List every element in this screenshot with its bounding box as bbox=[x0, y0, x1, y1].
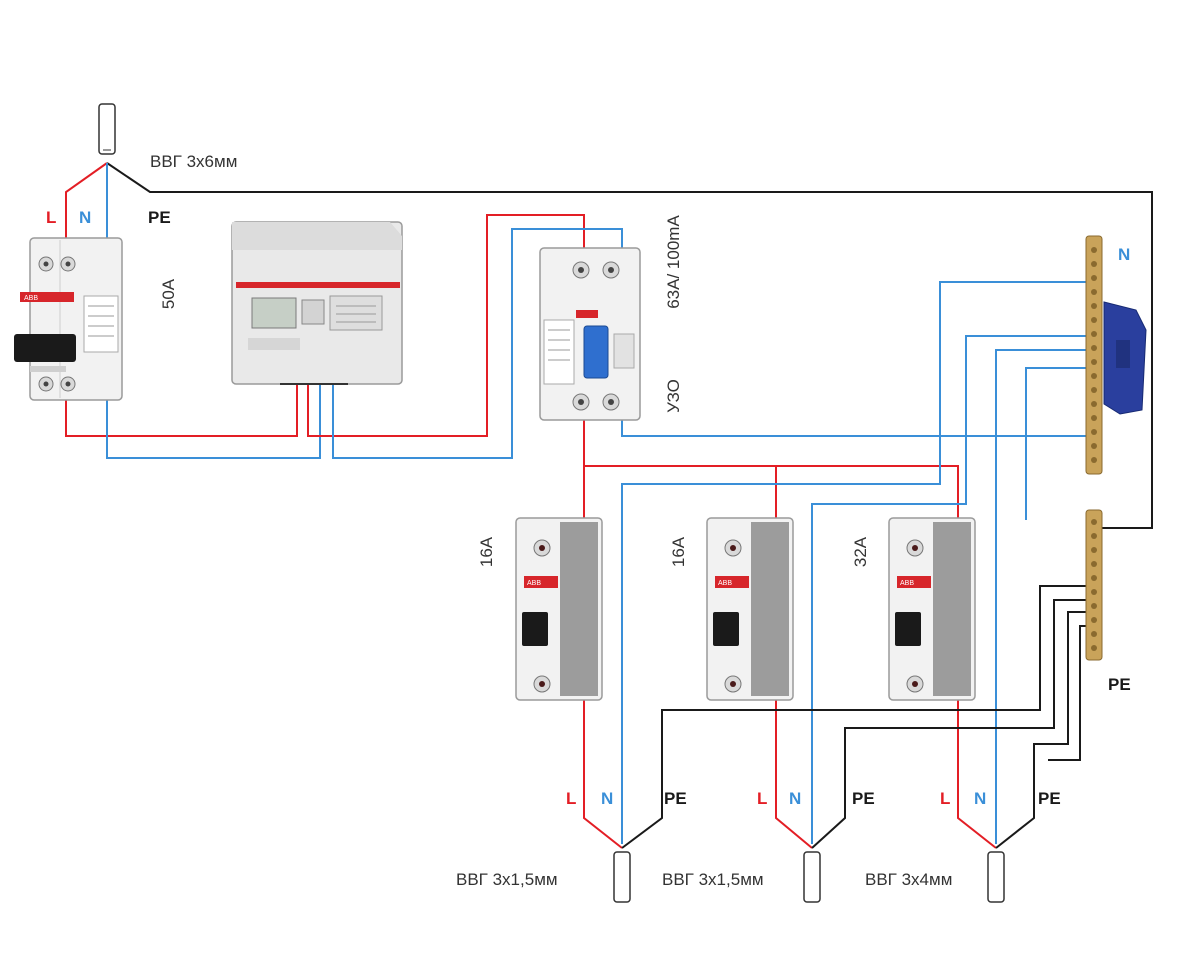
branch-2-rating: 16А bbox=[669, 536, 688, 567]
rcd-icon bbox=[539, 247, 641, 421]
busbar-screw bbox=[1091, 645, 1097, 651]
input-wire-l-label: L bbox=[46, 208, 56, 227]
neutral-busbar-icon bbox=[1085, 235, 1147, 475]
branch-2-n: N bbox=[789, 789, 801, 808]
main-breaker: ABB 50А bbox=[14, 237, 178, 401]
cable-icon bbox=[98, 103, 116, 155]
rcd-neutral-out bbox=[621, 418, 1090, 437]
busbar-screw bbox=[1091, 589, 1097, 595]
busbar-screw bbox=[1091, 247, 1097, 253]
input-cable-label: ВВГ 3х6мм bbox=[150, 152, 237, 171]
neutral-branch-2 bbox=[811, 335, 1090, 844]
busbar-screw bbox=[1091, 289, 1097, 295]
branch-3-pe: PE bbox=[1038, 789, 1061, 808]
earth-branch-3 bbox=[995, 611, 1090, 849]
branch-1-rating: 16А bbox=[477, 536, 496, 567]
cable-icon bbox=[613, 851, 631, 903]
busbar-screw bbox=[1091, 547, 1097, 553]
meter-to-rcd-phase bbox=[307, 214, 585, 437]
branch-2-pe: PE bbox=[852, 789, 875, 808]
earth-busbar: PE bbox=[1085, 509, 1131, 694]
earth-busbar-label: PE bbox=[1108, 675, 1131, 694]
neutral-busbar-label: N bbox=[1118, 245, 1130, 264]
busbar-screw bbox=[1091, 415, 1097, 421]
single-pole-breaker-icon: ABB bbox=[706, 517, 794, 701]
busbar-screw bbox=[1091, 519, 1097, 525]
breaker-to-meter-neutral bbox=[106, 384, 321, 459]
busbar-screw bbox=[1091, 457, 1097, 463]
cable-icon bbox=[803, 851, 821, 903]
branch-2: ABB 16А L N PE ВВГ 3х1,5мм bbox=[662, 517, 875, 903]
input-phase-wire bbox=[65, 162, 108, 240]
neutral-branch-1 bbox=[621, 281, 1090, 844]
input-wire-n-label: N bbox=[79, 208, 91, 227]
busbar-screw bbox=[1091, 303, 1097, 309]
earth-branch-1 bbox=[621, 585, 1090, 849]
electricity-meter bbox=[231, 221, 403, 385]
branch-2-cable: ВВГ 3х1,5мм bbox=[662, 870, 764, 889]
svg-text:ABB: ABB bbox=[527, 580, 541, 587]
input-cable: ВВГ 3х6мм L N PE bbox=[46, 103, 237, 227]
earth-branch-4 bbox=[1048, 625, 1090, 761]
busbar-screw bbox=[1091, 575, 1097, 581]
single-pole-breaker-icon: ABB bbox=[515, 517, 603, 701]
busbar-screw bbox=[1091, 561, 1097, 567]
rcd-rating: 63А/ 100mA bbox=[664, 215, 683, 309]
busbar-screw bbox=[1091, 317, 1097, 323]
branch-3-l: L bbox=[940, 789, 950, 808]
single-pole-breaker-icon: ABB bbox=[888, 517, 976, 701]
busbar-screw bbox=[1091, 429, 1097, 435]
branch-1: ABB 16А L N PE ВВГ 3х1,5мм bbox=[456, 517, 687, 903]
wires bbox=[65, 162, 1153, 849]
breaker-to-meter-phase bbox=[65, 384, 298, 437]
busbar-screw bbox=[1091, 345, 1097, 351]
branch-3: ABB 32А L N PE ВВГ 3х4мм bbox=[851, 517, 1061, 903]
svg-text:ABB: ABB bbox=[718, 580, 732, 587]
input-wire-pe-label: PE bbox=[148, 208, 171, 227]
branch-2-l: L bbox=[757, 789, 767, 808]
electricity-meter-icon bbox=[231, 221, 403, 385]
branch-1-cable: ВВГ 3х1,5мм bbox=[456, 870, 558, 889]
rcd: 63А/ 100mA УЗО bbox=[539, 215, 683, 421]
main-breaker-rating: 50А bbox=[159, 278, 178, 309]
rcd-phase-out bbox=[583, 418, 959, 522]
busbar-screw bbox=[1091, 533, 1097, 539]
busbar-screw bbox=[1091, 359, 1097, 365]
breaker-3-out bbox=[957, 698, 997, 849]
neutral-busbar: N bbox=[1085, 235, 1147, 475]
breaker-1-out bbox=[583, 698, 623, 849]
svg-text:ABB: ABB bbox=[900, 580, 914, 587]
busbar-screw bbox=[1091, 443, 1097, 449]
double-pole-breaker-icon: ABB bbox=[14, 237, 123, 401]
busbar-screw bbox=[1091, 331, 1097, 337]
rcd-name: УЗО bbox=[664, 379, 683, 413]
busbar-screw bbox=[1091, 401, 1097, 407]
branch-3-rating: 32А bbox=[851, 536, 870, 567]
busbar-screw bbox=[1091, 261, 1097, 267]
svg-text:ABB: ABB bbox=[24, 295, 38, 302]
branch-1-n: N bbox=[601, 789, 613, 808]
earth-branch-2 bbox=[811, 599, 1090, 849]
neutral-branch-4 bbox=[1025, 367, 1090, 520]
branch-1-pe: PE bbox=[664, 789, 687, 808]
breaker-2-out bbox=[775, 698, 813, 849]
busbar-screw bbox=[1091, 603, 1097, 609]
cable-icon bbox=[987, 851, 1005, 903]
busbar-screw bbox=[1091, 373, 1097, 379]
meter-to-rcd-neutral bbox=[332, 228, 623, 459]
branch-3-n: N bbox=[974, 789, 986, 808]
neutral-branch-3 bbox=[995, 349, 1090, 844]
branch-1-l: L bbox=[566, 789, 576, 808]
branch-3-cable: ВВГ 3х4мм bbox=[865, 870, 952, 889]
busbar-screw bbox=[1091, 631, 1097, 637]
busbar-screw bbox=[1091, 617, 1097, 623]
busbar-screw bbox=[1091, 387, 1097, 393]
earth-main-wire bbox=[106, 162, 1153, 529]
earth-busbar-icon bbox=[1085, 509, 1103, 661]
busbar-screw bbox=[1091, 275, 1097, 281]
